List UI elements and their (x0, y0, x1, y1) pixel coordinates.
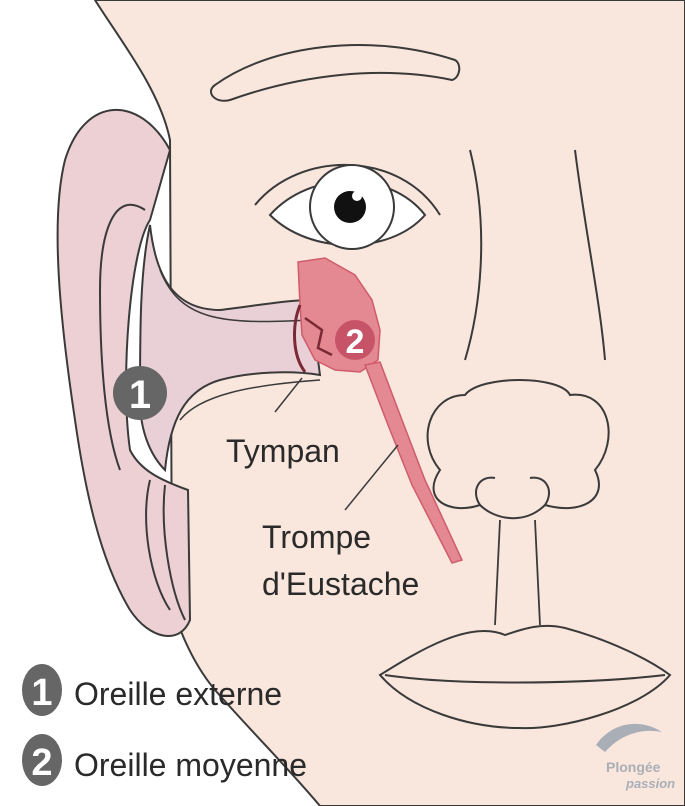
legend-number-2: 2 (31, 742, 52, 784)
eye-highlight (352, 191, 362, 201)
logo-text-line1: Plongée (606, 759, 661, 775)
tympan-label: Tympan (226, 433, 340, 469)
trompe-label-line1: Trompe (262, 519, 371, 555)
legend-text-2: Oreille moyenne (74, 747, 307, 783)
legend-text-1: Oreille externe (74, 676, 282, 712)
marker-outer-ear-number: 1 (129, 373, 151, 417)
trompe-label-line2: d'Eustache (262, 566, 419, 602)
marker-middle-ear-number: 2 (346, 323, 365, 361)
legend-number-1: 1 (31, 672, 52, 714)
logo-text-line2: passion (625, 776, 675, 791)
